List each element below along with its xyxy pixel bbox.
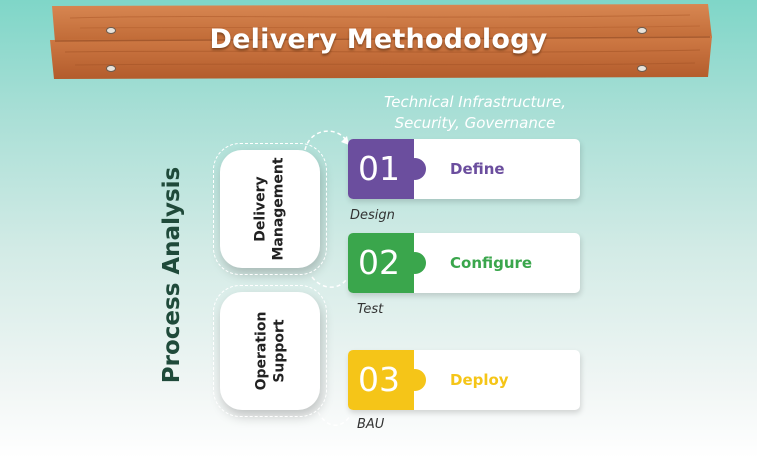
step-caption-bau: BAU xyxy=(357,417,385,432)
side-card-line2: Management xyxy=(271,157,287,261)
step-caption-design: Design xyxy=(350,208,395,223)
step-label: Configure xyxy=(450,254,533,272)
side-card-line2: Support xyxy=(270,319,287,383)
step-label: Deploy xyxy=(450,371,509,389)
delivery-management-card: Delivery Management xyxy=(213,143,327,275)
step-number-block: 03 xyxy=(348,350,414,410)
puzzle-knob-icon xyxy=(404,158,426,180)
nail-icon xyxy=(106,27,116,34)
puzzle-knob-icon xyxy=(404,252,426,274)
step-caption-test: Test xyxy=(357,302,384,317)
scope-caption: Technical Infrastructure, Security, Gove… xyxy=(360,92,590,134)
nail-icon xyxy=(106,65,116,72)
operation-support-card: Operation Support xyxy=(213,285,327,417)
page-title: Delivery Methodology xyxy=(209,24,548,55)
step-number-block: 02 xyxy=(348,233,414,293)
puzzle-knob-icon xyxy=(404,369,426,391)
process-analysis-label: Process Analysis xyxy=(159,166,185,384)
nail-icon xyxy=(637,65,647,72)
step-card-define: 01 Define xyxy=(348,139,580,199)
nail-icon xyxy=(637,27,647,34)
side-card-line1: Operation xyxy=(252,311,269,391)
wooden-banner: Delivery Methodology xyxy=(0,0,757,85)
step-number-block: 01 xyxy=(348,139,414,199)
wood-planks xyxy=(50,4,712,79)
side-card-line1: Delivery xyxy=(253,176,269,242)
scope-caption-line1: Technical Infrastructure, xyxy=(383,93,567,111)
step-card-configure: 02 Configure xyxy=(348,233,580,293)
scope-caption-line2: Security, Governance xyxy=(394,114,556,132)
step-card-deploy: 03 Deploy xyxy=(348,350,580,410)
step-label: Define xyxy=(450,160,505,178)
